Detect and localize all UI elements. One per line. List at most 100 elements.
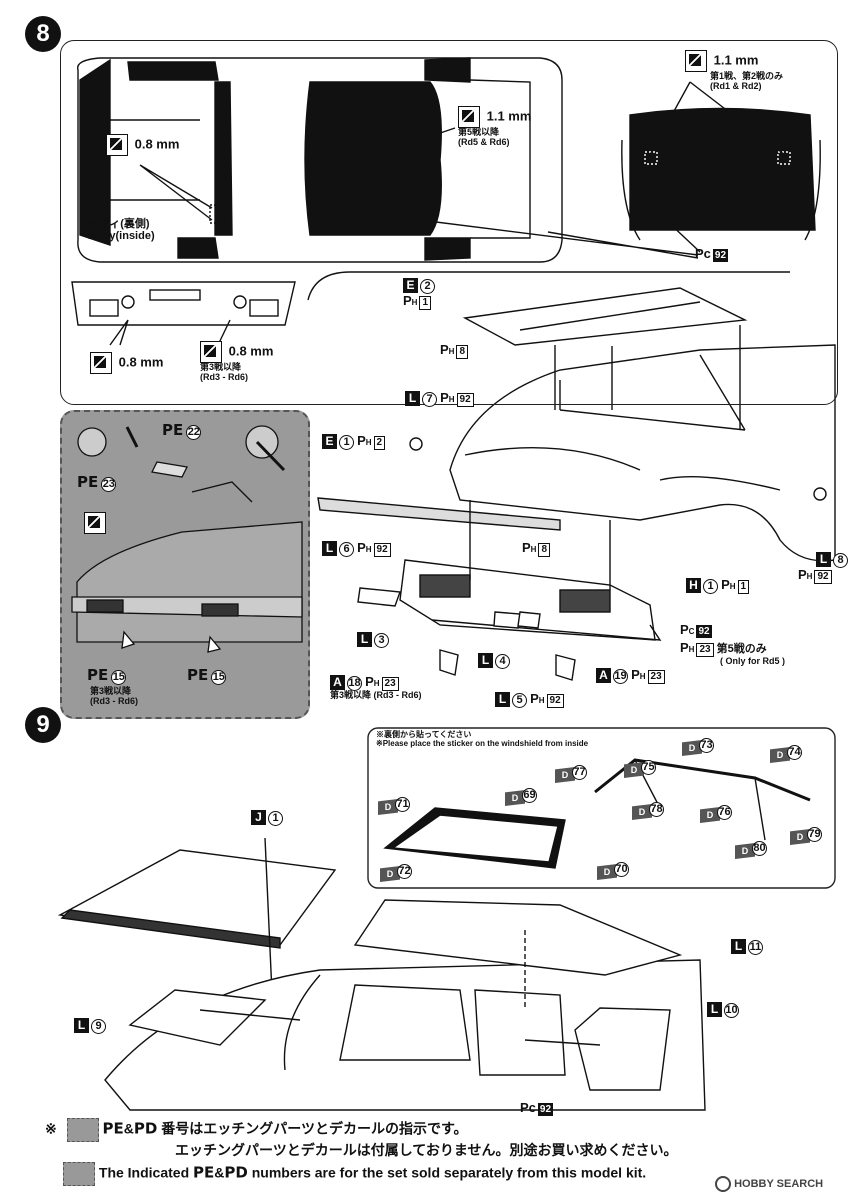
footer-line1: ※ PE&PD 番号はエッチングパーツとデカールの指示です。 [45,1118,677,1142]
ph8-top-num: 8 [456,345,469,359]
drill-icon [106,134,128,156]
body-inside-label: ボディ(裏側) Body(inside) [88,218,155,242]
pc-label: Pc [695,246,711,261]
l3-num: 3 [374,633,389,648]
step8-body-panel [60,40,838,405]
decal-76-num: 76 [717,805,732,820]
l8-ph-num: 92 [814,570,832,584]
footer-note: ※ PE&PD 番号はエッチングパーツとデカールの指示です。 エッチングパーツと… [45,1118,677,1186]
pe-panel-art [71,425,303,653]
l5-letter: L [495,692,510,707]
l7-letter: L [405,391,420,406]
pc92-bottom-num: 92 [537,1103,554,1116]
decal-70-num: 70 [614,862,629,877]
l6-letter: L [322,541,337,556]
pe22-num: 22 [186,425,202,440]
drill-1.1-b-note-en: (Rd1 & Rd2) [710,80,762,91]
decal-flag: D [624,762,644,778]
l8-letter: L [816,552,831,567]
e1-ph-num: 2 [373,436,386,450]
drill-1.1-b: 1.1 mm 第1戦、第2戦のみ (Rd1 & Rd2) [685,50,783,92]
pc-num: 92 [712,249,729,262]
l6-ph-num: 92 [373,543,391,557]
pe-mark: PE [77,473,99,491]
pe22-label: PE 22 [162,421,202,440]
decal-77-num: 77 [572,765,587,780]
pc-label: Pc [520,1100,536,1115]
decal-flag: D [770,747,790,763]
watermark: HOBBY SEARCH [715,1176,823,1192]
ph23-num: 23 [696,643,714,657]
l8-num: 8 [833,553,848,568]
footer-line3-pre: The Indicated [98,1164,190,1181]
e2-num: 2 [420,279,435,294]
j1-num: 1 [268,811,283,826]
pe-note-en: (Rd3 - Rd6) [90,695,138,706]
pe15a-num: 15 [111,670,127,685]
pe-mark: PE [87,666,109,684]
decal-73-num: 73 [699,738,714,753]
l4-letter: L [478,653,493,668]
decal-flag: D [505,790,525,806]
pe15a-label: PE 15 [87,666,127,685]
decal-72-num: 72 [397,864,412,879]
l5-num: 5 [512,693,527,708]
a18-num: 18 [347,676,362,691]
drill-1.1-b-note-jp: 第1戦、第2戦のみ [710,71,784,81]
sticker-note-en: ※Please place the sticker on the windshi… [376,738,589,748]
e1-letter: E [322,434,337,449]
footer-line3-post: numbers are for the set sold separately … [251,1164,647,1181]
l6-num: 6 [339,542,354,557]
pe-mark: PE [187,666,209,684]
ph8-mid-num: 8 [538,543,551,557]
gray-swatch-icon [66,1118,99,1142]
drill-icon [685,50,707,72]
e1-num: 1 [339,435,354,450]
j1-letter: J [251,810,266,825]
l3-letter: L [357,632,372,647]
a18-note: 第3戦以降 (Rd3 - Rd6) [330,690,422,700]
decal-69-num: 69 [522,788,537,803]
body-inside-en: Body(inside) [88,230,155,243]
decal-flag: D [378,799,398,815]
decal-flag: D [597,864,617,880]
decal-flag: D [682,740,702,756]
drill-icon [458,106,480,128]
drill-0.8-c: 0.8 mm 第3戦以降 (Rd3 - Rd6) [200,341,273,383]
pe15b-label: PE 15 [187,666,227,685]
drill-0.8-c-note-en: (Rd3 - Rd6) [200,371,248,382]
pe23-num: 23 [101,477,117,492]
drill-0.8-b-text: 0.8 mm [118,354,164,370]
pe-mark: PE [162,421,184,439]
a19-num: 19 [613,669,628,684]
e2-letter: E [403,278,418,293]
drill-0.8-b: 0.8 mm [90,352,163,374]
decal-74-num: 74 [787,745,802,760]
gray-swatch-icon [63,1162,95,1186]
drill-0.8-c-text: 0.8 mm [228,343,274,359]
